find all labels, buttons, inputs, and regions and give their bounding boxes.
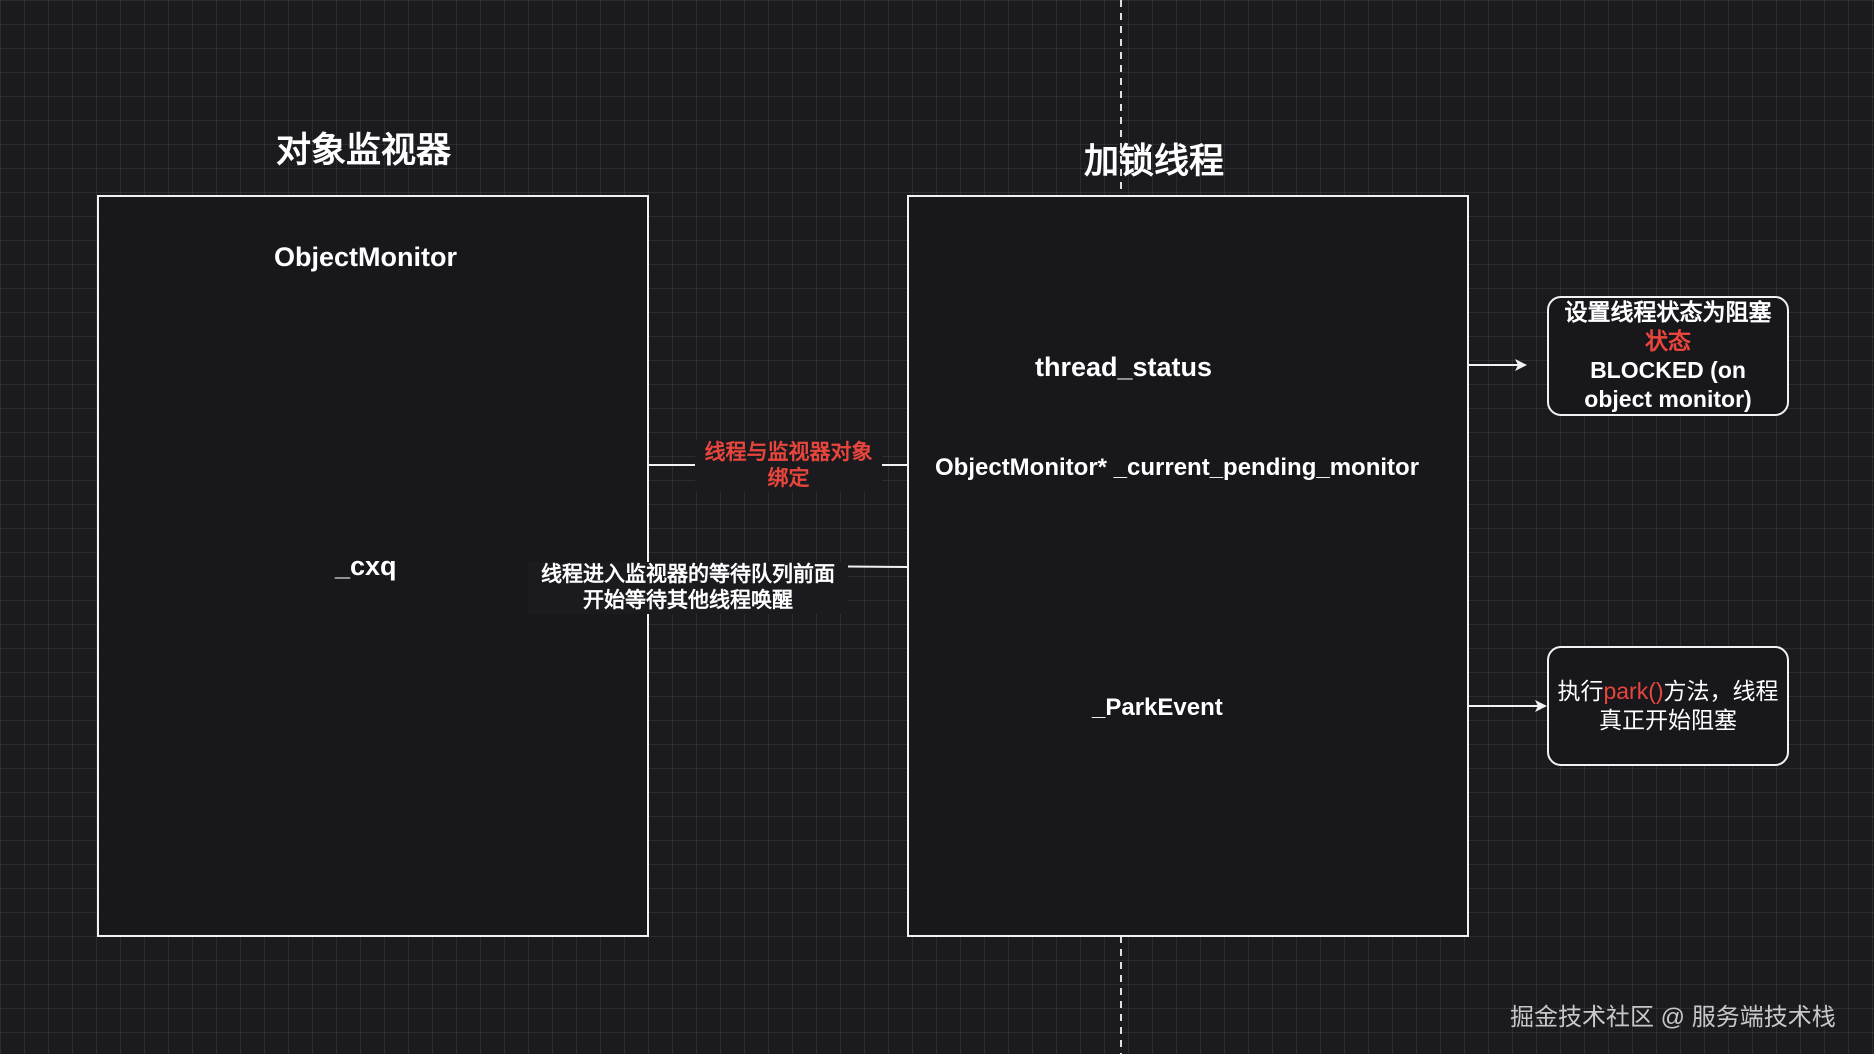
blocked-note-line1: 设置线程状态为阻塞 bbox=[1564, 299, 1772, 325]
left-panel-heading: 对象监视器 bbox=[276, 131, 452, 170]
cxq-field: _cxq bbox=[335, 551, 397, 581]
blocked-note-line2: 状态 bbox=[1645, 328, 1691, 354]
right-panel-heading: 加锁线程 bbox=[1084, 142, 1225, 181]
bind-edge-label-line2: 绑定 bbox=[767, 467, 810, 490]
object-monitor-title: ObjectMonitor bbox=[274, 242, 457, 272]
blocked-status-note: 设置线程状态为阻塞 状态 BLOCKED (on object monitor) bbox=[1547, 296, 1789, 416]
park-note-part1: 执行 bbox=[1557, 678, 1604, 704]
park-note-line1: 执行park()方法，线程 bbox=[1557, 677, 1778, 706]
wait-queue-edge-label: 线程进入监视器的等待队列前面 开始等待其他线程唤醒 bbox=[528, 562, 848, 614]
park-method-note: 执行park()方法，线程 真正开始阻塞 bbox=[1547, 646, 1789, 766]
wait-queue-edge-label-line1: 线程进入监视器的等待队列前面 bbox=[541, 563, 835, 586]
blocked-note-line4: object monitor) bbox=[1584, 386, 1752, 412]
park-event-field: _ParkEvent bbox=[1092, 694, 1226, 722]
current-pending-monitor-field: ObjectMonitor* _current_pending_monitor bbox=[935, 454, 1420, 481]
watermark: 掘金技术社区 @ 服务端技术栈 bbox=[1510, 1004, 1836, 1031]
park-note-part3: 方法，线程 bbox=[1663, 678, 1779, 704]
wait-queue-edge-label-line2: 开始等待其他线程唤醒 bbox=[583, 589, 793, 612]
park-note-method: park() bbox=[1603, 678, 1664, 704]
blocked-note-line3: BLOCKED (on bbox=[1590, 357, 1746, 383]
park-note-line2: 真正开始阻塞 bbox=[1599, 707, 1737, 733]
thread-status-field: thread_status bbox=[1035, 352, 1213, 382]
bind-edge-label-line1: 线程与监视器对象 bbox=[704, 441, 873, 464]
object-monitor-box: ObjectMonitor _cxq bbox=[97, 195, 649, 937]
locking-thread-box: thread_status ObjectMonitor* _current_pe… bbox=[907, 195, 1469, 937]
bind-edge-label: 线程与监视器对象 绑定 bbox=[695, 440, 882, 492]
